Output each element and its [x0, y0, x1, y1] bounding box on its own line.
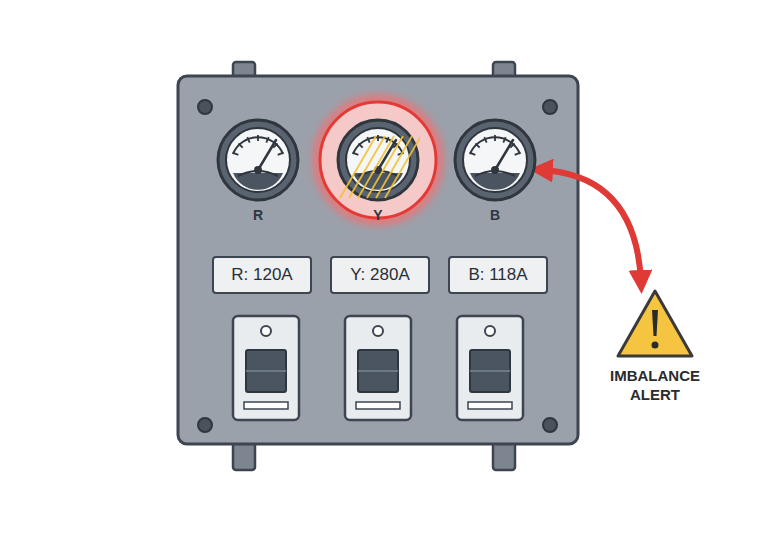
readout-box: R: 120A: [212, 256, 312, 294]
alert-symbol: IMBALANCE ALERT: [595, 288, 715, 404]
breaker-switches: [233, 316, 523, 420]
warning-triangle: [615, 288, 695, 360]
meter-face: [453, 118, 537, 202]
current-reading: R: 120A: [224, 265, 300, 285]
meter-gauge: R: [216, 118, 300, 224]
readout-box: Y: 280A: [330, 256, 430, 294]
current-reading: Y: 280A: [342, 265, 418, 285]
meter-face: [336, 118, 420, 202]
phase-letter: B: [453, 206, 537, 224]
meter-gauge: B: [453, 118, 537, 224]
phase-letter: Y: [336, 206, 420, 224]
current-reading: B: 118A: [460, 265, 536, 285]
meter-face: [216, 118, 300, 202]
alert-text: IMBALANCE ALERT: [601, 366, 709, 404]
phase-letter: R: [216, 206, 300, 224]
meter-gauge: Y: [336, 118, 420, 224]
alert-arrow: [541, 170, 641, 282]
readout-box: B: 118A: [448, 256, 548, 294]
